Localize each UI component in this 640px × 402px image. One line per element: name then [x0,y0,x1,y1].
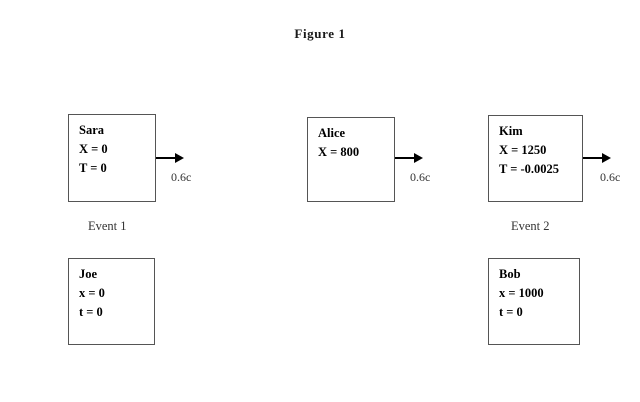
box-line-position: X = 1250 [499,143,547,157]
box-line-position: x = 0 [79,286,105,300]
box-line-time: t = 0 [79,305,103,319]
frame-box-kim: Kim X = 1250 T = -0.0025 [488,115,583,202]
box-lines-joe: Joe x = 0 t = 0 [79,265,150,322]
box-line-name: Sara [79,123,104,137]
frame-box-alice: Alice X = 800 [307,117,395,202]
box-line-name: Kim [499,124,523,138]
frame-box-sara: Sara X = 0 T = 0 [68,114,156,202]
arrow-head [175,152,184,163]
event-label-1: Event 1 [88,219,127,233]
arrow-shaft [583,157,603,159]
box-lines-kim: Kim X = 1250 T = -0.0025 [499,122,578,179]
box-line-time: T = 0 [79,161,107,175]
box-line-name: Alice [318,126,346,140]
frame-box-bob: Bob x = 1000 t = 0 [488,258,580,345]
velocity-arrow-alice [395,152,423,164]
velocity-arrow-kim [583,152,611,164]
speed-label-sara: 0.6c [171,170,192,184]
box-line-name: Joe [79,267,98,281]
figure-title: Figure 1 [294,26,346,41]
box-lines-alice: Alice X = 800 [318,124,390,162]
frame-box-joe: Joe x = 0 t = 0 [68,258,155,345]
box-line-time: T = -0.0025 [499,162,560,176]
arrow-shaft [156,157,176,159]
arrow-head [602,152,611,163]
arrow-head [414,152,423,163]
box-lines-bob: Bob x = 1000 t = 0 [499,265,575,322]
box-line-time: t = 0 [499,305,523,319]
box-line-position: x = 1000 [499,286,544,300]
velocity-arrow-sara [156,152,184,164]
speed-label-kim: 0.6c [600,170,621,184]
box-line-name: Bob [499,267,521,281]
arrow-shaft [395,157,415,159]
box-line-position: X = 0 [79,142,108,156]
speed-label-alice: 0.6c [410,170,431,184]
box-lines-sara: Sara X = 0 T = 0 [79,121,151,178]
event-label-2: Event 2 [511,219,550,233]
box-line-position: X = 800 [318,145,360,159]
